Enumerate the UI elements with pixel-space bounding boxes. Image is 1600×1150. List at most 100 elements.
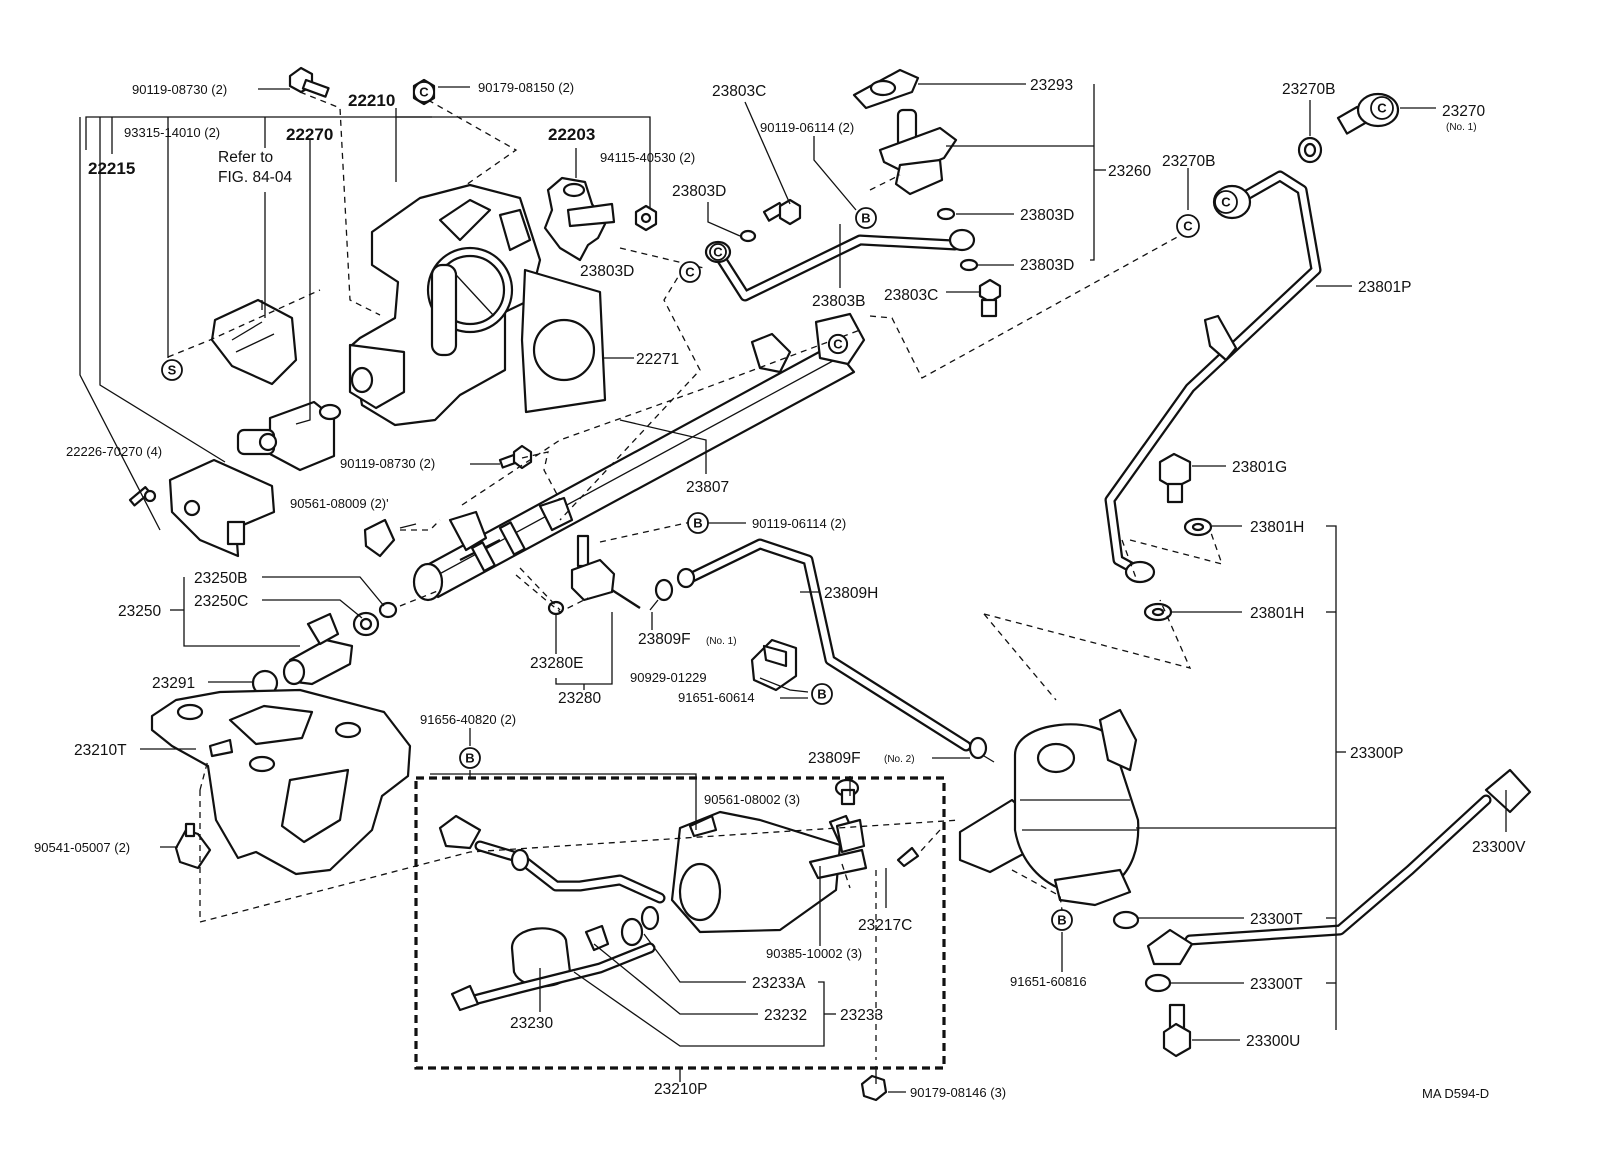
label-93315-14010: 93315-14010 (2)	[124, 125, 220, 140]
washer-icon	[1112, 910, 1140, 930]
label-23270-no1: (No. 1)	[1446, 122, 1477, 133]
label-23217c: 23217C	[858, 917, 912, 934]
label-23809f-no2: (No. 2)	[884, 754, 915, 765]
gasket-icon	[852, 68, 920, 110]
label-90119-06114: 90119-06114 (2)	[760, 120, 854, 135]
nut-icon	[634, 204, 658, 232]
washer-icon	[1144, 973, 1172, 993]
resistor-icon	[750, 638, 798, 692]
fuel-pump-assembly-icon	[438, 778, 868, 934]
label-23270: 23270	[1442, 103, 1485, 120]
label-23300u: 23300U	[1246, 1033, 1300, 1050]
throttle-sensor-icon	[543, 176, 616, 262]
label-23803b: 23803B	[812, 293, 865, 310]
label-23270b: 23270B	[1282, 81, 1335, 98]
label-23250: 23250	[118, 603, 161, 620]
fuel-injector-icon	[282, 612, 354, 686]
label-23250c: 23250C	[194, 593, 248, 610]
marker-c: C	[1377, 101, 1387, 116]
washer-icon	[620, 917, 644, 947]
drawing-code: MA D594-D	[1422, 1086, 1489, 1101]
marker-b: B	[465, 751, 474, 766]
label-22270: 22270	[286, 125, 333, 144]
bolt-icon	[288, 66, 330, 98]
label-23293: 23293	[1030, 77, 1073, 94]
throttle-body-icon	[348, 183, 542, 427]
label-91651-60816: 91651-60816	[1010, 974, 1087, 989]
label-refer-to: Refer to	[218, 149, 273, 166]
leader-lines	[79, 83, 1507, 1093]
label-91651-60614: 91651-60614	[678, 690, 755, 705]
label-23270b: 23270B	[1162, 153, 1215, 170]
union-bolt-icon	[978, 278, 1002, 318]
washer-icon	[640, 905, 660, 931]
marker-s: S	[168, 363, 177, 378]
insulator-icon	[352, 611, 380, 637]
label-22215: 22215	[88, 159, 135, 178]
nut-icon	[860, 1074, 888, 1102]
label-23809f: 23809F	[638, 631, 691, 648]
hose-clamp-icon	[649, 578, 674, 611]
label-90561-08009: 90561-08009 (2)'	[290, 496, 389, 511]
circle-marker: C	[709, 243, 727, 261]
label-90179-08150: 90179-08150 (2)	[478, 80, 574, 95]
label-22210: 22210	[348, 91, 395, 110]
gasket-icon	[168, 458, 276, 558]
part-labels: 90119-08730 (2) 90179-08150 (2) 22210 93…	[34, 77, 1526, 1101]
bracket-icon	[150, 688, 412, 876]
label-90119-06114: 90119-06114 (2)	[752, 516, 846, 531]
label-23210t: 23210T	[74, 742, 127, 759]
label-23260: 23260	[1108, 163, 1151, 180]
fuel-pump-assembly-box	[414, 776, 946, 1070]
fuel-hose-icon	[1146, 768, 1532, 966]
label-23807: 23807	[686, 479, 729, 496]
label-23803d: 23803D	[672, 183, 726, 200]
solenoid-valve-icon	[236, 400, 342, 472]
circle-marker: B	[459, 747, 481, 769]
union-bolt-icon	[1162, 1003, 1192, 1058]
circle-marker: C	[679, 261, 701, 283]
label-23809f: 23809F	[808, 750, 861, 767]
marker-b: B	[693, 516, 702, 531]
marker-b: B	[1057, 913, 1066, 928]
label-23250b: 23250B	[194, 570, 247, 587]
label-23801p: 23801P	[1358, 279, 1411, 296]
washer-icon	[936, 207, 956, 221]
circle-marker: B	[687, 512, 709, 534]
circle-marker: C	[1370, 96, 1394, 120]
washer-icon	[739, 229, 757, 243]
label-23803d: 23803D	[580, 263, 634, 280]
label-23300t: 23300T	[1250, 911, 1303, 928]
label-23803c: 23803C	[712, 83, 766, 100]
union-bolt-icon	[762, 198, 802, 226]
marker-c: C	[833, 337, 843, 352]
label-23232: 23232	[764, 1007, 807, 1024]
label-90541-05007: 90541-05007 (2)	[34, 840, 130, 855]
label-94115-40530: 94115-40530 (2)	[600, 150, 695, 165]
circle-marker: C	[828, 334, 848, 354]
label-90561-08002: 90561-08002 (3)	[704, 792, 800, 807]
marker-c: C	[713, 245, 723, 260]
marker-b: B	[861, 211, 870, 226]
label-23809h: 23809H	[824, 585, 878, 602]
fuel-filter-icon	[958, 708, 1140, 907]
marker-c: C	[1183, 219, 1193, 234]
label-fig-84-04: FIG. 84-04	[218, 169, 292, 186]
label-22226-70270: 22226-70270 (4)	[66, 444, 162, 459]
circle-marker: B	[1051, 909, 1073, 931]
label-22271: 22271	[636, 351, 679, 368]
label-23233a: 23233A	[752, 975, 806, 992]
spacer-icon	[363, 518, 396, 558]
circle-marker: C	[413, 81, 435, 103]
label-23803c: 23803C	[884, 287, 938, 304]
label-23801g: 23801G	[1232, 459, 1287, 476]
fuel-hose-icon	[676, 538, 972, 752]
label-23210p: 23210P	[654, 1081, 707, 1098]
label-23809f-no1: (No. 1)	[706, 636, 737, 647]
label-23803d: 23803D	[1020, 207, 1074, 224]
label-91656-40820: 91656-40820 (2)	[420, 712, 516, 727]
o-ring-icon	[378, 601, 398, 619]
washer-icon	[959, 258, 979, 272]
label-90179-08146: 90179-08146 (3)	[910, 1085, 1006, 1100]
